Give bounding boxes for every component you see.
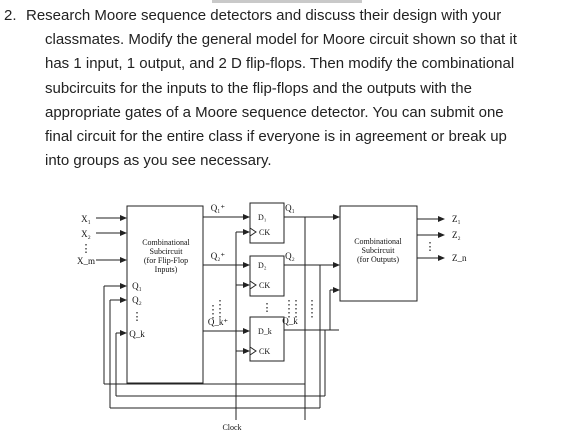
ff-clock-label-k: CK: [259, 347, 270, 356]
state-label-k: Q_k: [282, 316, 298, 326]
clock-label: Clock: [222, 423, 241, 432]
input-label-m: X_m: [77, 256, 95, 266]
state-label-2: Q₂: [285, 251, 295, 261]
feedback-label-2: Q₂: [132, 295, 142, 305]
output-combinational-block: [339, 205, 418, 302]
question-number: 2.: [4, 7, 17, 24]
output-label-n: Z_n: [452, 253, 467, 263]
question-line-5: appropriate gates of a Moore sequence de…: [45, 103, 504, 121]
input-block-line-3: (for Flip-Flop: [144, 256, 188, 265]
flip-flop-k: [249, 316, 285, 362]
ff-input-label-1: D₁: [258, 213, 267, 222]
input-block-line-4: Inputs): [155, 265, 178, 274]
input-dots: ⋮: [81, 243, 92, 255]
ff-input-label-2: D₂: [258, 261, 267, 270]
input-combinational-block: [126, 205, 204, 384]
ff-clock-label-1: CK: [259, 228, 270, 237]
output-block-line-2: Subcircuit: [362, 246, 396, 255]
output-label-1: Z₁: [452, 214, 461, 224]
feedback-label-k: Q_k: [129, 329, 145, 339]
question-line-2: classmates. Modify the general model for…: [45, 31, 517, 49]
ff-clock-label-2: CK: [259, 281, 270, 290]
question-line-7: into groups as you see necessary.: [45, 152, 272, 170]
ff-input-label-k: D_k: [258, 327, 272, 336]
state-label-1: Q₁: [285, 203, 295, 213]
output-dots: ⋮: [425, 241, 436, 253]
next-state-label-k: Q_k⁺: [208, 317, 228, 327]
next-state-label-1: Q₁⁺: [211, 203, 226, 213]
input-block-line-2: Subcircuit: [150, 247, 184, 256]
question-line-3: has 1 input, 1 output, and 2 D flip-flop…: [45, 55, 515, 73]
feedback-label-1: Q₁: [132, 281, 142, 291]
flip-flop-2: [249, 255, 285, 297]
input-label-1: X₁: [81, 214, 91, 224]
scroll-indicator: [212, 0, 362, 3]
question-line-1: Research Moore sequence detectors and di…: [26, 7, 502, 24]
question-line-6: final circuit for the entire class if ev…: [45, 128, 507, 146]
output-block-line-1: Combinational: [354, 237, 402, 246]
flip-flop-1: [249, 202, 285, 244]
output-block-line-3: (for Outputs): [357, 255, 399, 264]
feedback-dots: ⋮: [132, 311, 143, 323]
input-block-line-1: Combinational: [142, 238, 190, 247]
question-line-4: subcircuits for the inputs to the flip-f…: [45, 79, 472, 97]
ff-dots: ⋮: [262, 302, 273, 314]
output-label-2: Z₂: [452, 230, 461, 240]
next-state-label-2: Q₂⁺: [211, 251, 226, 261]
question-text: 2. Research Moore sequence detectors and…: [0, 4, 556, 173]
input-label-2: X₂: [81, 229, 91, 239]
